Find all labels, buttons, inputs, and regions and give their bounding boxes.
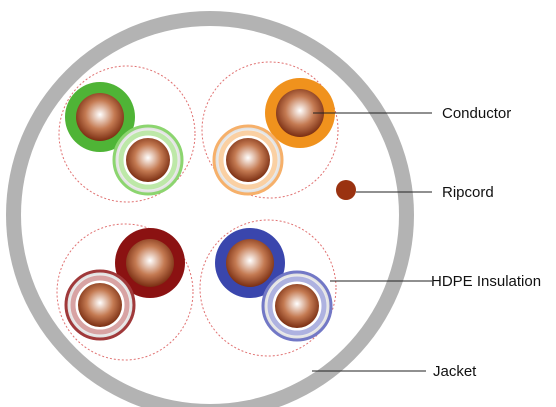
label-hdpe-insulation: HDPE Insulation	[431, 273, 541, 290]
ripcord	[336, 180, 356, 200]
pair-outline-green	[58, 65, 196, 203]
jacket-inner	[21, 26, 399, 404]
pair-outline-orange	[201, 61, 339, 199]
wire-orange-stripe	[212, 124, 284, 196]
label-conductor: Conductor	[442, 105, 511, 122]
leader-lines	[312, 112, 432, 372]
wire-green	[65, 82, 135, 152]
label-jacket: Jacket	[433, 363, 477, 380]
wire-brown	[115, 228, 185, 298]
wire-brown-stripe	[64, 269, 136, 341]
pair-outline-blue	[199, 219, 337, 357]
wire-blue-stripe	[261, 270, 333, 342]
label-ripcord: Ripcord	[442, 184, 494, 201]
pair-outline-brown	[56, 223, 194, 361]
wire-blue	[215, 228, 285, 298]
wire-green-stripe	[112, 124, 184, 196]
pair-outlines	[56, 61, 339, 361]
wire-orange	[265, 78, 335, 148]
